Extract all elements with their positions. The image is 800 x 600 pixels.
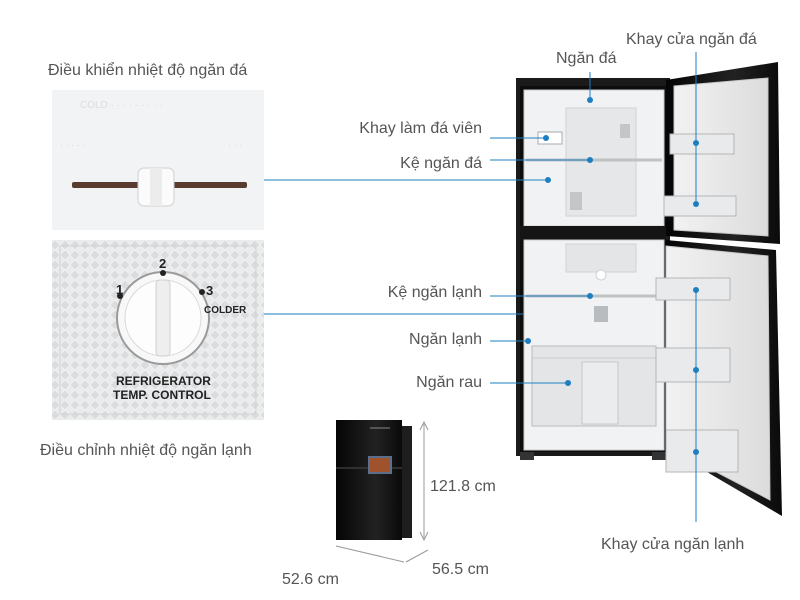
- dimension-depth: 56.5 cm: [432, 561, 489, 578]
- fridge-control-title: Điều chỉnh nhiệt độ ngăn lạnh: [40, 442, 252, 459]
- svg-text:COLD · · · · · · · · ·: COLD · · · · · · · · ·: [80, 100, 163, 111]
- label-fridge-shelf: Kệ ngăn lạnh: [387, 284, 482, 301]
- dial-number-3: 3: [206, 283, 213, 298]
- freezer-control-photo: COLD · · · · · · · · · · · · · · · · ·: [52, 90, 264, 230]
- dial-caption-line2: TEMP. CONTROL: [113, 388, 211, 402]
- leader-lines: [264, 52, 699, 522]
- label-freezer-door-tray: Khay cửa ngăn đá: [626, 31, 757, 48]
- dimension-width: 52.6 cm: [282, 571, 339, 588]
- fridge-dial-photo: [52, 240, 264, 420]
- label-freezer-compartment: Ngăn đá: [556, 50, 617, 67]
- dial-colder-text: COLDER: [204, 305, 247, 316]
- dimension-height: 121.8 cm: [430, 478, 496, 495]
- label-freezer-shelf: Kệ ngăn đá: [400, 155, 482, 172]
- svg-text:· · ·: · · ·: [228, 140, 242, 150]
- fridge-product-shot: [336, 420, 412, 540]
- dial-number-1: 1: [116, 282, 123, 297]
- label-vegetable-drawer: Ngăn rau: [416, 374, 482, 391]
- label-fridge-compartment: Ngăn lạnh: [409, 331, 482, 348]
- label-ice-tray: Khay làm đá viên: [359, 120, 482, 137]
- freezer-control-title: Điều khiển nhiệt độ ngăn đá: [48, 62, 248, 79]
- svg-text:· · · · ·: · · · · ·: [60, 140, 85, 150]
- dial-caption-line1: REFRIGERATOR: [116, 374, 211, 388]
- fridge-main: [516, 62, 782, 516]
- label-fridge-door-tray: Khay cửa ngăn lạnh: [601, 536, 745, 553]
- dial-number-2: 2: [159, 256, 166, 271]
- dimension-lines: [335, 420, 429, 563]
